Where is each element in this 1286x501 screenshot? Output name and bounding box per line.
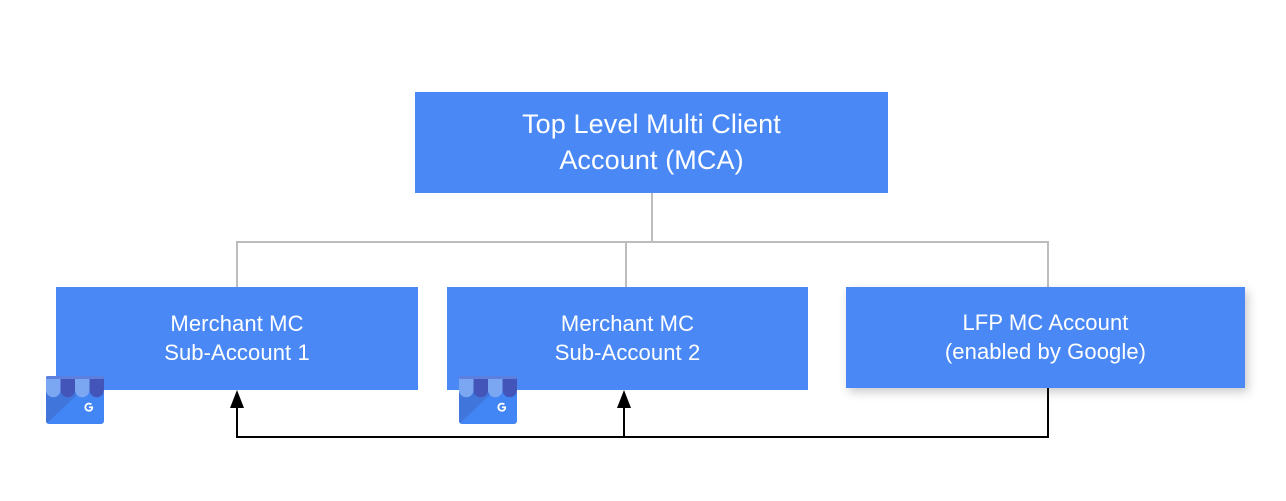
connector-drop-lfp <box>1047 241 1049 288</box>
feedback-riser-to-sub2 <box>623 406 625 437</box>
node-top-level-mca-label: Top Level Multi Client Account (MCA) <box>522 109 781 175</box>
feedback-riser-to-sub1 <box>236 406 238 437</box>
node-top-level-mca[interactable]: Top Level Multi Client Account (MCA) <box>415 92 888 193</box>
node-lfp-mc-account-label: LFP MC Account (enabled by Google) <box>944 309 1147 364</box>
feedback-arrowhead-sub2-icon <box>617 390 631 408</box>
node-merchant-sub-account-1-label: Merchant MC Sub-Account 1 <box>164 310 310 365</box>
node-merchant-sub-account-1[interactable]: Merchant MC Sub-Account 1 <box>56 287 418 390</box>
google-my-business-storefront-icon <box>459 376 517 424</box>
node-lfp-mc-account[interactable]: LFP MC Account (enabled by Google) <box>846 287 1245 388</box>
connector-drop-sub1 <box>236 241 238 288</box>
google-my-business-storefront-icon <box>46 376 104 424</box>
feedback-riser-from-lfp <box>1047 388 1049 437</box>
connector-horizontal-bus <box>236 241 1049 243</box>
connector-root-trunk <box>651 193 653 242</box>
feedback-horizontal-line <box>236 436 1049 438</box>
node-merchant-sub-account-2[interactable]: Merchant MC Sub-Account 2 <box>447 287 808 390</box>
connector-drop-sub2 <box>625 241 627 288</box>
feedback-arrowhead-sub1-icon <box>230 390 244 408</box>
node-merchant-sub-account-2-label: Merchant MC Sub-Account 2 <box>554 310 701 365</box>
